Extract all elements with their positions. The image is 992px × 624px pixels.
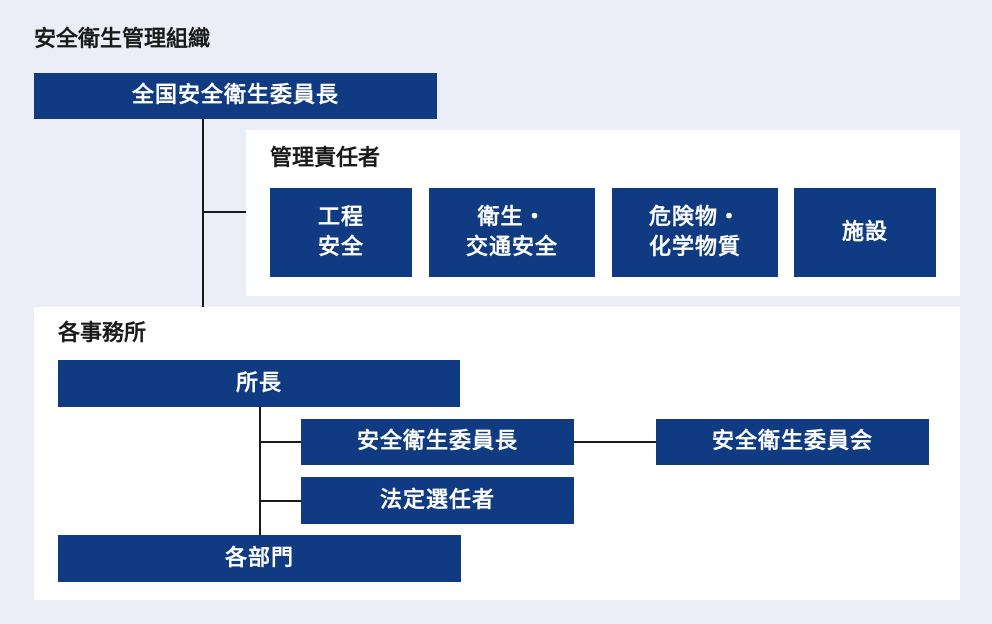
manager-hazardous-chemicals: 危険物・ 化学物質 <box>612 188 778 277</box>
national-chair-box: 全国安全衛生委員長 <box>34 73 437 119</box>
managers-panel: 管理責任者 工程 安全 衛生・ 交通安全 危険物・ 化学物質 施設 <box>246 130 960 296</box>
manager-construction-safety: 工程 安全 <box>270 188 412 277</box>
offices-label: 各事務所 <box>58 321 147 346</box>
connector-vertical-main <box>202 118 204 308</box>
connector-to-managers <box>202 211 246 213</box>
statutory-box: 法定選任者 <box>301 477 574 524</box>
page-title: 安全衛生管理組織 <box>34 27 211 52</box>
connector-to-statutory <box>259 500 303 502</box>
connector-chair-to-committee <box>573 441 657 443</box>
managers-label: 管理責任者 <box>270 146 381 171</box>
committee-box: 安全衛生委員会 <box>656 419 929 465</box>
connector-office-vertical <box>259 407 261 537</box>
manager-facilities: 施設 <box>794 188 936 277</box>
connector-to-committee-chair <box>259 441 303 443</box>
offices-panel: 各事務所 所長 安全衛生委員長 安全衛生委員会 法定選任者 各部門 <box>34 307 960 600</box>
committee-chair-box: 安全衛生委員長 <box>301 419 574 465</box>
director-box: 所長 <box>58 360 460 407</box>
departments-box: 各部門 <box>58 535 461 582</box>
manager-health-traffic-safety: 衛生・ 交通安全 <box>429 188 595 277</box>
